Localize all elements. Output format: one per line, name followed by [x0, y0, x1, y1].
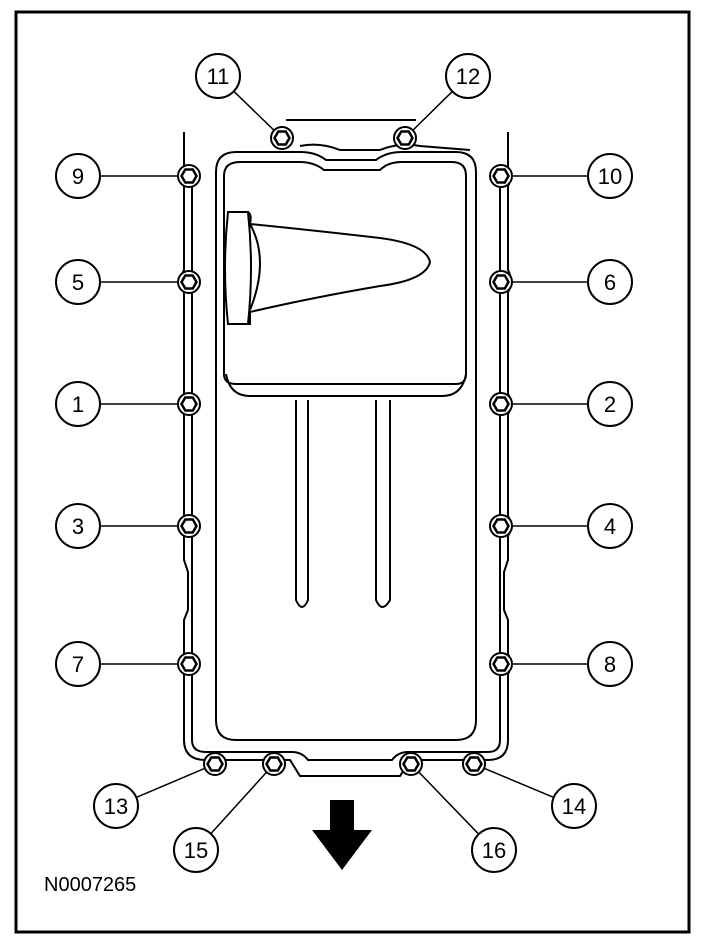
callout-number-1: 1 — [72, 392, 84, 417]
bolt-icon-9 — [180, 168, 198, 184]
callout-circle-4 — [587, 503, 633, 549]
leader-line-15 — [210, 771, 268, 835]
callout-number-6: 6 — [604, 270, 616, 295]
callout-circle-16 — [471, 827, 517, 873]
bolt-icon-3 — [180, 518, 198, 534]
bolt-icon-13 — [206, 756, 224, 772]
callout-number-9: 9 — [72, 164, 84, 189]
callout-number-4: 4 — [604, 514, 616, 539]
bolt-icon-5 — [180, 274, 198, 290]
callout-circle-1 — [55, 381, 101, 427]
callout-circle-10 — [587, 153, 633, 199]
callout-circle-14 — [551, 783, 597, 829]
bolt-icon-10 — [492, 168, 510, 184]
callout-circle-7 — [55, 641, 101, 687]
callout-circle-9 — [55, 153, 101, 199]
oil-pan-flange — [180, 119, 512, 777]
leader-line-12 — [412, 90, 453, 131]
bolt-icon-2 — [492, 396, 510, 412]
callout-number-14: 14 — [562, 794, 586, 819]
callout-number-12: 12 — [456, 64, 480, 89]
callout-circle-3 — [55, 503, 101, 549]
figure-id: N0007265 — [44, 874, 137, 896]
bolt-icon-14 — [465, 756, 483, 772]
callout-circle-6 — [587, 259, 633, 305]
bolt-icon-16 — [402, 756, 420, 772]
bolt-group — [177, 126, 513, 776]
callout-number-8: 8 — [604, 652, 616, 677]
callout-circle-11 — [195, 53, 241, 99]
callout-number-11: 11 — [207, 64, 230, 89]
callout-number-5: 5 — [72, 270, 84, 295]
callout-circle-15 — [173, 827, 219, 873]
callout-circle-13 — [93, 783, 139, 829]
bolt-icon-4 — [492, 518, 510, 534]
bolt-icon-6 — [492, 274, 510, 290]
bolt-icon-11 — [273, 130, 291, 146]
leader-line-14 — [483, 767, 555, 799]
figure-border — [14, 10, 691, 934]
bolt-icon-12 — [396, 130, 414, 146]
callout-number-7: 7 — [72, 652, 84, 677]
bolt-icon-8 — [492, 656, 510, 672]
callout-number-13: 13 — [104, 794, 128, 819]
callout-number-2: 2 — [604, 392, 616, 417]
leader-line-16 — [418, 771, 480, 835]
bolt-icon-15 — [265, 756, 283, 772]
callout-circle-8 — [587, 641, 633, 687]
callout-number-15: 15 — [184, 838, 208, 863]
callout-circle-5 — [55, 259, 101, 305]
arrow-down-icon — [312, 800, 372, 870]
bolt-icon-1 — [180, 396, 198, 412]
callout-number-10: 10 — [598, 164, 622, 189]
callout-circle-12 — [445, 53, 491, 99]
leader-line-13 — [135, 767, 206, 799]
bolt-icon-7 — [180, 656, 198, 672]
callout-number-16: 16 — [482, 838, 506, 863]
callout-circle-2 — [587, 381, 633, 427]
leader-line-11 — [233, 90, 275, 131]
callout-number-3: 3 — [72, 514, 84, 539]
